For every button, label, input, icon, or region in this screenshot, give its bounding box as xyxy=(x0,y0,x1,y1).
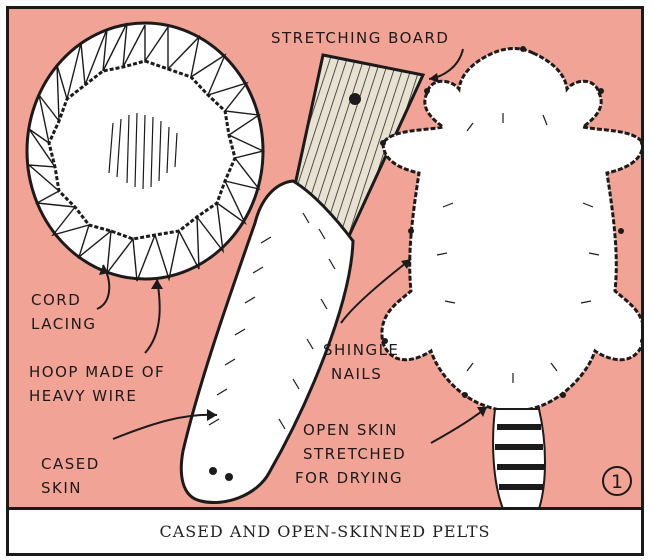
label-hoop-line2: HEAVY WIRE xyxy=(29,387,137,405)
label-open-line2: STRETCHED xyxy=(303,445,406,463)
label-stretching-board: STRETCHING BOARD xyxy=(271,29,449,47)
open-skin xyxy=(380,46,644,509)
label-cased-line1: CASED xyxy=(41,455,100,473)
hoop-with-pelt xyxy=(27,23,263,281)
label-open-line3: FOR DRYING xyxy=(295,469,403,487)
pelts-illustration: STRETCHING BOARD CORD LACING HOOP MADE O… xyxy=(9,9,644,510)
label-shingle-line1: SHINGLE xyxy=(323,341,399,359)
label-open-line1: OPEN SKIN xyxy=(303,421,398,439)
board-hole xyxy=(349,93,361,105)
figure-caption: CASED AND OPEN-SKINNED PELTS xyxy=(159,522,490,541)
figure-number-text: 1 xyxy=(611,471,623,493)
eye-hole xyxy=(209,467,217,475)
caption-bar: CASED AND OPEN-SKINNED PELTS xyxy=(6,510,644,556)
label-cased-line2: SKIN xyxy=(41,479,82,497)
eye-hole xyxy=(225,473,233,481)
label-cord-lacing-line1: CORD xyxy=(31,291,81,309)
label-cord-lacing-line2: LACING xyxy=(31,315,96,333)
illustration-panel: STRETCHING BOARD CORD LACING HOOP MADE O… xyxy=(6,6,644,510)
label-hoop-line1: HOOP MADE OF xyxy=(29,363,165,381)
tail xyxy=(493,409,545,509)
figure-number: 1 xyxy=(603,467,631,495)
label-shingle-line2: NAILS xyxy=(331,365,382,383)
